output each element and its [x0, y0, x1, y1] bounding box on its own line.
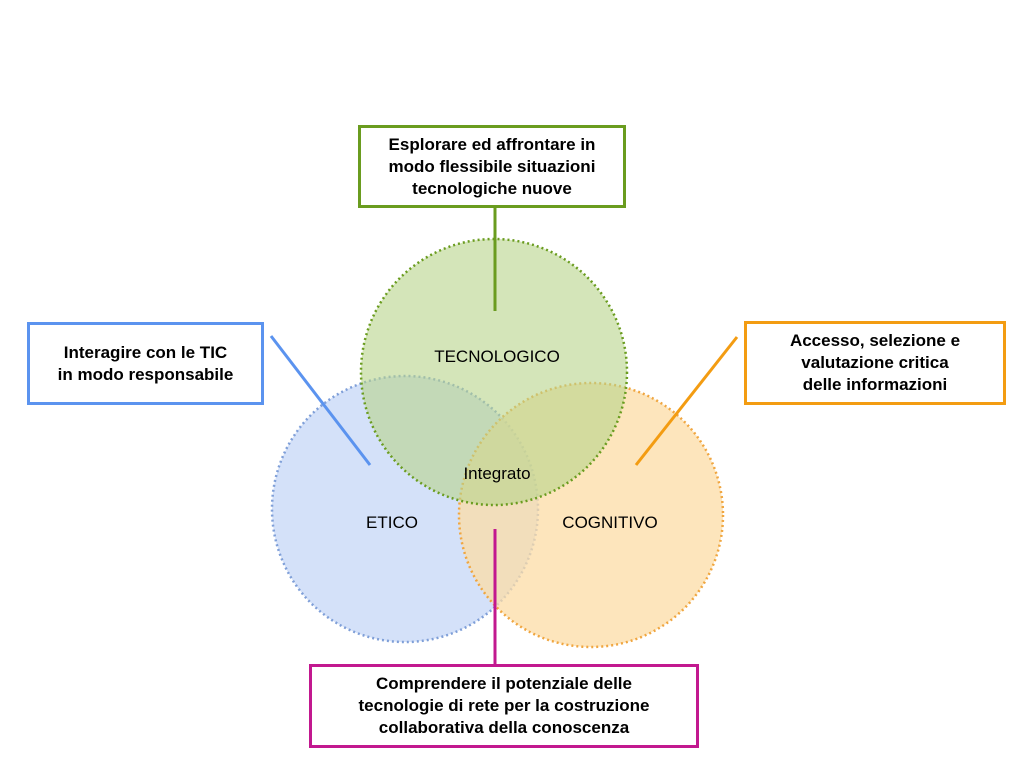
label-integrato: Integrato [463, 464, 530, 483]
box-top-text: Esplorare ed affrontare in modo flessibi… [388, 134, 596, 198]
box-tecnologico-description: Esplorare ed affrontare in modo flessibi… [358, 125, 626, 208]
box-right-text: Accesso, selezione e valutazione critica… [789, 331, 961, 394]
label-cognitivo: COGNITIVO [562, 513, 657, 532]
box-bottom-text: Comprendere il potenziale delle tecnolog… [358, 674, 650, 737]
box-cognitivo-description: Accesso, selezione e valutazione critica… [744, 321, 1006, 405]
label-tecnologico: TECNOLOGICO [434, 347, 560, 366]
connector-left [269, 335, 372, 466]
connector-right [634, 336, 739, 466]
label-etico: ETICO [366, 513, 418, 532]
box-etico-description: Interagire con le TIC in modo responsabi… [27, 322, 264, 405]
box-integrato-description: Comprendere il potenziale delle tecnolog… [309, 664, 699, 748]
box-left-text: Interagire con le TIC in modo responsabi… [57, 342, 234, 384]
